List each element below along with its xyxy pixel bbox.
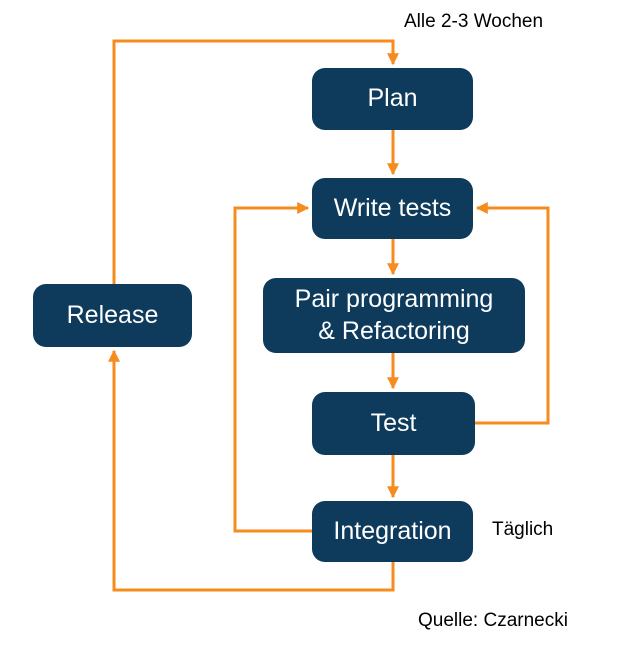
node-plan: Plan: [312, 68, 473, 130]
node-plan-label: Plan: [367, 84, 418, 113]
cycle-duration-note: Alle 2-3 Wochen: [404, 11, 544, 32]
pair-label-line1: Pair programming: [294, 285, 494, 314]
node-test-label: Test: [370, 408, 417, 437]
node-pair-programming: Pair programming & Refactoring: [263, 278, 525, 353]
node-integration: Integration: [312, 501, 473, 562]
node-test: Test: [312, 392, 475, 455]
edge-integration-to-write-tests: [233, 202, 312, 533]
node-pair-programming-label: Pair programming & Refactoring: [295, 284, 494, 347]
edge-integration-to-release: [108, 349, 395, 592]
pair-label-line2: & Refactoring: [318, 316, 470, 345]
node-release: Release: [33, 284, 192, 347]
daily-note: Täglich: [492, 519, 554, 540]
node-write-tests-label: Write tests: [333, 193, 452, 222]
source-credit: Quelle: Czarnecki: [418, 610, 568, 631]
edge-release-to-plan: [112, 39, 399, 284]
node-release-label: Release: [66, 300, 159, 329]
node-write-tests: Write tests: [312, 178, 473, 239]
edge-test-to-write-tests: [475, 202, 550, 425]
node-integration-label: Integration: [333, 516, 452, 545]
